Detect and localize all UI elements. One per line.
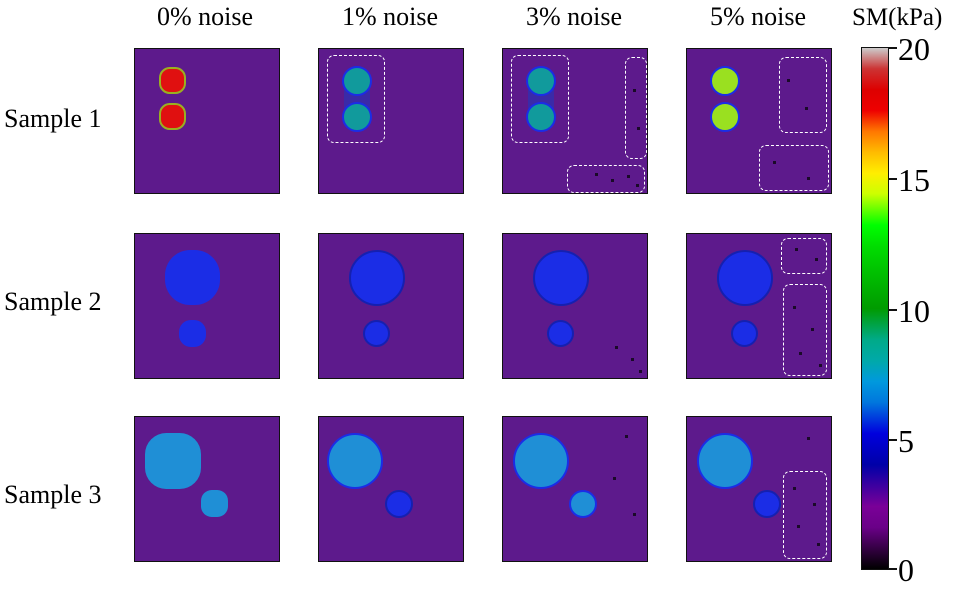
panel-sample3-0noise [134,416,280,562]
panel-sample3-1noise [318,416,464,562]
panel-sample1-5noise [686,48,832,194]
inclusion-small [731,320,758,347]
inclusion-large [327,433,383,489]
colorbar [861,47,889,570]
colorbar-label: SM(kPa) [852,4,943,31]
inclusion-bottom [710,102,740,132]
noise-speck [633,89,636,92]
inclusion-large [513,433,569,489]
column-title-2: 3% noise [525,2,623,31]
noise-speck [595,173,598,176]
colorbar-tick-label-5: 5 [898,423,914,459]
panel-sample1-0noise [134,48,280,194]
inclusion-bottom [342,102,372,132]
noise-speck [633,513,636,516]
noise-speck [807,177,810,180]
noise-speck [793,306,796,309]
inclusion-small [201,490,228,517]
inclusion-large [145,433,201,489]
noise-speck [637,127,640,130]
noise-speck [615,346,618,349]
noise-speck [639,370,642,373]
inclusion-small [569,490,597,518]
noise-zone-left [511,55,569,143]
noise-zone-top [779,57,827,133]
noise-zone-bottom [783,284,827,376]
inclusion-bottom [526,102,556,132]
noise-zone-right [625,57,647,159]
noise-speck [627,175,630,178]
panel-sample2-0noise [134,233,280,379]
noise-speck [819,364,822,367]
inclusion-bottom [159,103,186,130]
noise-speck [787,79,790,82]
noise-speck [799,352,802,355]
noise-zone-bottom [759,145,829,191]
noise-speck [613,477,616,480]
panel-sample3-3noise [502,416,648,562]
inclusion-top [526,66,556,96]
noise-zone [783,471,827,559]
noise-speck [611,179,614,182]
row-label-2: Sample 3 [4,480,102,509]
panel-sample2-5noise [686,233,832,379]
noise-speck [807,437,810,440]
panel-sample1-1noise [318,48,464,194]
noise-speck [811,328,814,331]
panel-sample2-1noise [318,233,464,379]
inclusion-large [697,433,753,489]
noise-speck [797,525,800,528]
column-title-0: 0% noise [156,2,254,31]
noise-speck [815,258,818,261]
colorbar-tick-label-0: 0 [898,552,914,588]
colorbar-tick-20 [889,47,897,49]
inclusion-large [165,250,220,305]
noise-speck [805,107,808,110]
noise-speck [813,503,816,506]
colorbar-tick-15 [889,178,897,180]
inclusion-large [717,250,773,306]
noise-zone [327,55,385,143]
inclusion-large [533,250,589,306]
noise-speck [636,184,639,187]
inclusion-top [710,66,740,96]
noise-zone-bottom [567,165,645,193]
panel-sample1-3noise [502,48,648,194]
noise-speck [631,358,634,361]
colorbar-tick-5 [889,439,897,441]
colorbar-tick-0 [889,568,897,570]
inclusion-small [363,320,390,347]
row-label-1: Sample 2 [4,287,102,316]
inclusion-small [385,490,413,518]
noise-speck [795,248,798,251]
colorbar-tick-label-10: 10 [898,293,930,329]
inclusion-small [547,320,574,347]
panel-sample2-3noise [502,233,648,379]
column-title-1: 1% noise [341,2,439,31]
noise-speck [773,161,776,164]
colorbar-tick-10 [889,309,897,311]
inclusion-small [179,320,206,347]
row-label-0: Sample 1 [4,104,102,133]
inclusion-top [159,67,186,94]
inclusion-large [349,250,405,306]
panel-sample3-5noise [686,416,832,562]
colorbar-tick-label-15: 15 [898,162,930,198]
inclusion-small [753,490,781,518]
column-title-3: 5% noise [709,2,807,31]
noise-speck [625,435,628,438]
inclusion-top [342,66,372,96]
noise-speck [817,543,820,546]
colorbar-tick-label-20: 20 [898,31,930,67]
noise-speck [793,487,796,490]
noise-zone-top [781,238,827,274]
